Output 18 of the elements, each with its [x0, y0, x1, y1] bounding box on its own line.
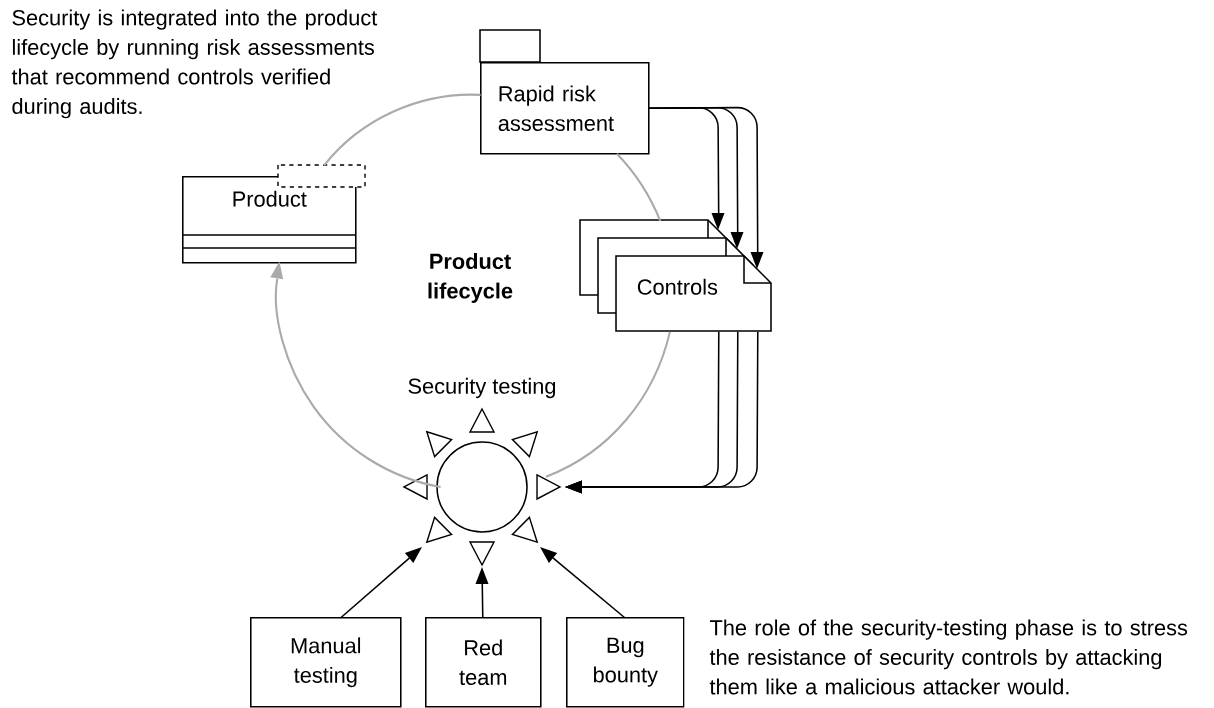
arrow [648, 106, 764, 269]
package-box: Rapid risk assessment [479, 29, 650, 155]
process-box: Bug bounty [566, 617, 685, 708]
arrow [340, 547, 422, 619]
note-text: Security is integrated into the product lifecycle by running risk assessments that recommend controls verified during audits. [11, 9, 378, 119]
arrow [540, 547, 626, 619]
process-box: Red team [425, 617, 542, 708]
connector-line [323, 93, 481, 167]
cycle-label: Product lifecycle [428, 253, 513, 303]
document-stack: Controls [579, 219, 772, 332]
note-text: The role of the security-testing phase is to stress the resistance of security controls by attacking them like a malicious attacker would. [709, 619, 1188, 695]
arrow [475, 567, 489, 619]
node-caption: Security testing [408, 377, 556, 399]
connector-line [616, 153, 662, 222]
process-box: Manual testing [250, 617, 402, 708]
class-box: Product [181, 164, 366, 264]
arrow [270, 261, 441, 489]
connector-line [545, 331, 671, 478]
